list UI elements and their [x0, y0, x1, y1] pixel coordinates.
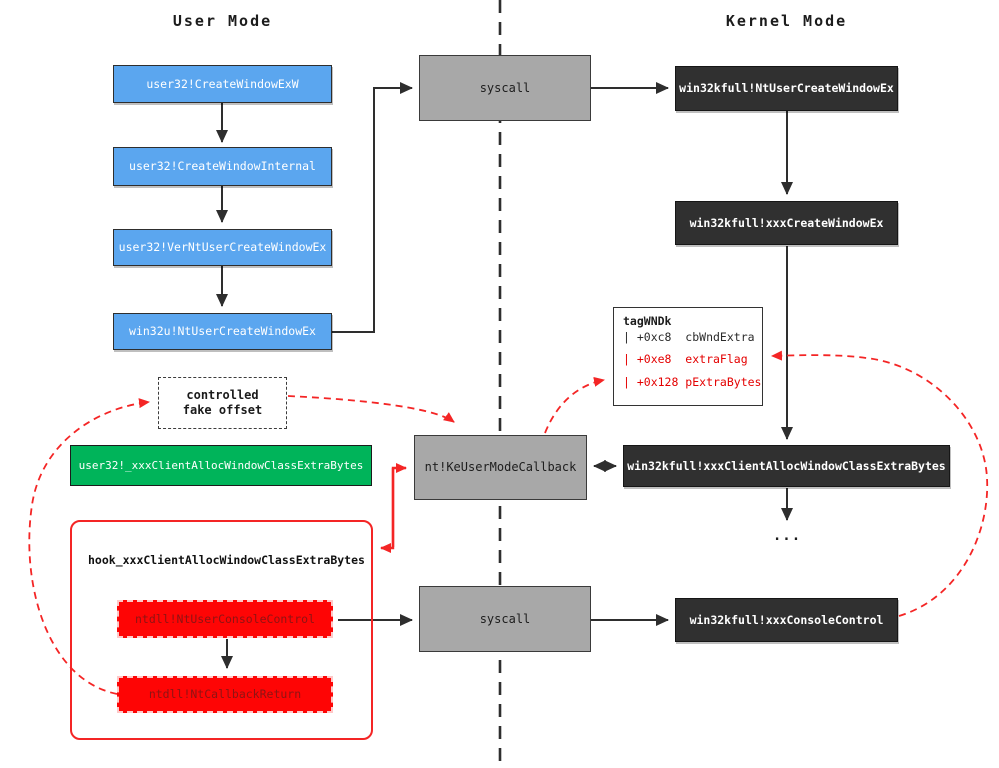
tagwnd-field-pextrabytes: | +0x128 pExtraBytes: [623, 374, 762, 389]
node-kernel-xxxclientallocwindowclassextrabytes: win32kfull!xxxClientAllocWindowClassExtr…: [623, 445, 950, 487]
fake-offset-line1: controlled: [186, 388, 259, 402]
node-createwindowexw: user32!CreateWindowExW: [113, 65, 332, 103]
kernel-continuation-ellipsis: ...: [772, 528, 802, 544]
tagwnd-title: tagWNDk: [623, 314, 672, 328]
tagwnd-field-cbwndextra: | +0xc8 cbWndExtra: [623, 329, 755, 344]
node-user32-xxxclientallocwindowclassextrabytes: user32!_xxxClientAllocWindowClassExtraBy…: [70, 445, 372, 486]
node-kernel-xxxconsolecontrol: win32kfull!xxxConsoleControl: [675, 598, 898, 642]
arrow-win32u-syscall: [332, 82, 413, 333]
node-verntusercreatewindowex: user32!VerNtUserCreateWindowEx: [113, 229, 332, 266]
hook-frame: [70, 520, 373, 740]
user-mode-title: User Mode: [172, 12, 273, 30]
arrow-callback-to-hook: [380, 468, 395, 553]
kernel-mode-title: Kernel Mode: [725, 12, 848, 30]
arrow-callback-pextrabytes: [544, 376, 605, 434]
tagwnd-struct-box: tagWNDk | +0xc8 cbWndExtra | +0xe8 extra…: [613, 307, 763, 406]
arrow-fakeoffset-callback: [287, 395, 455, 423]
fake-offset-line2: fake offset: [182, 403, 263, 417]
arrow-consolecontrol-extraflag: [771, 350, 989, 617]
node-kernel-ntusercreatewindowex: win32kfull!NtUserCreateWindowEx: [675, 66, 898, 111]
hook-title: hook_xxxClientAllocWindowClassExtraBytes: [88, 553, 365, 567]
node-kernel-xxxcreatewindowex: win32kfull!xxxCreateWindowEx: [675, 201, 898, 245]
node-ntdll-ntcallbackreturn: ntdll!NtCallbackReturn: [117, 676, 333, 713]
node-syscall-bottom: syscall: [419, 586, 591, 652]
node-createwindowinternal: user32!CreateWindowInternal: [113, 147, 332, 186]
arrow-hook-to-callback: [391, 463, 407, 547]
node-ntdll-ntuserconsolecontrol: ntdll!NtUserConsoleControl: [117, 600, 333, 638]
arrow-callbackreturn-fakeoffset: [28, 398, 150, 695]
node-win32u-ntusercreatewindowex: win32u!NtUserCreateWindowEx: [113, 313, 332, 350]
node-controlled-fake-offset: controlled fake offset: [158, 377, 287, 429]
node-syscall-top: syscall: [419, 55, 591, 121]
tagwnd-field-extraflag: | +0xe8 extraFlag: [623, 352, 748, 367]
node-keusermodecallback: nt!KeUserModeCallback: [414, 435, 587, 500]
